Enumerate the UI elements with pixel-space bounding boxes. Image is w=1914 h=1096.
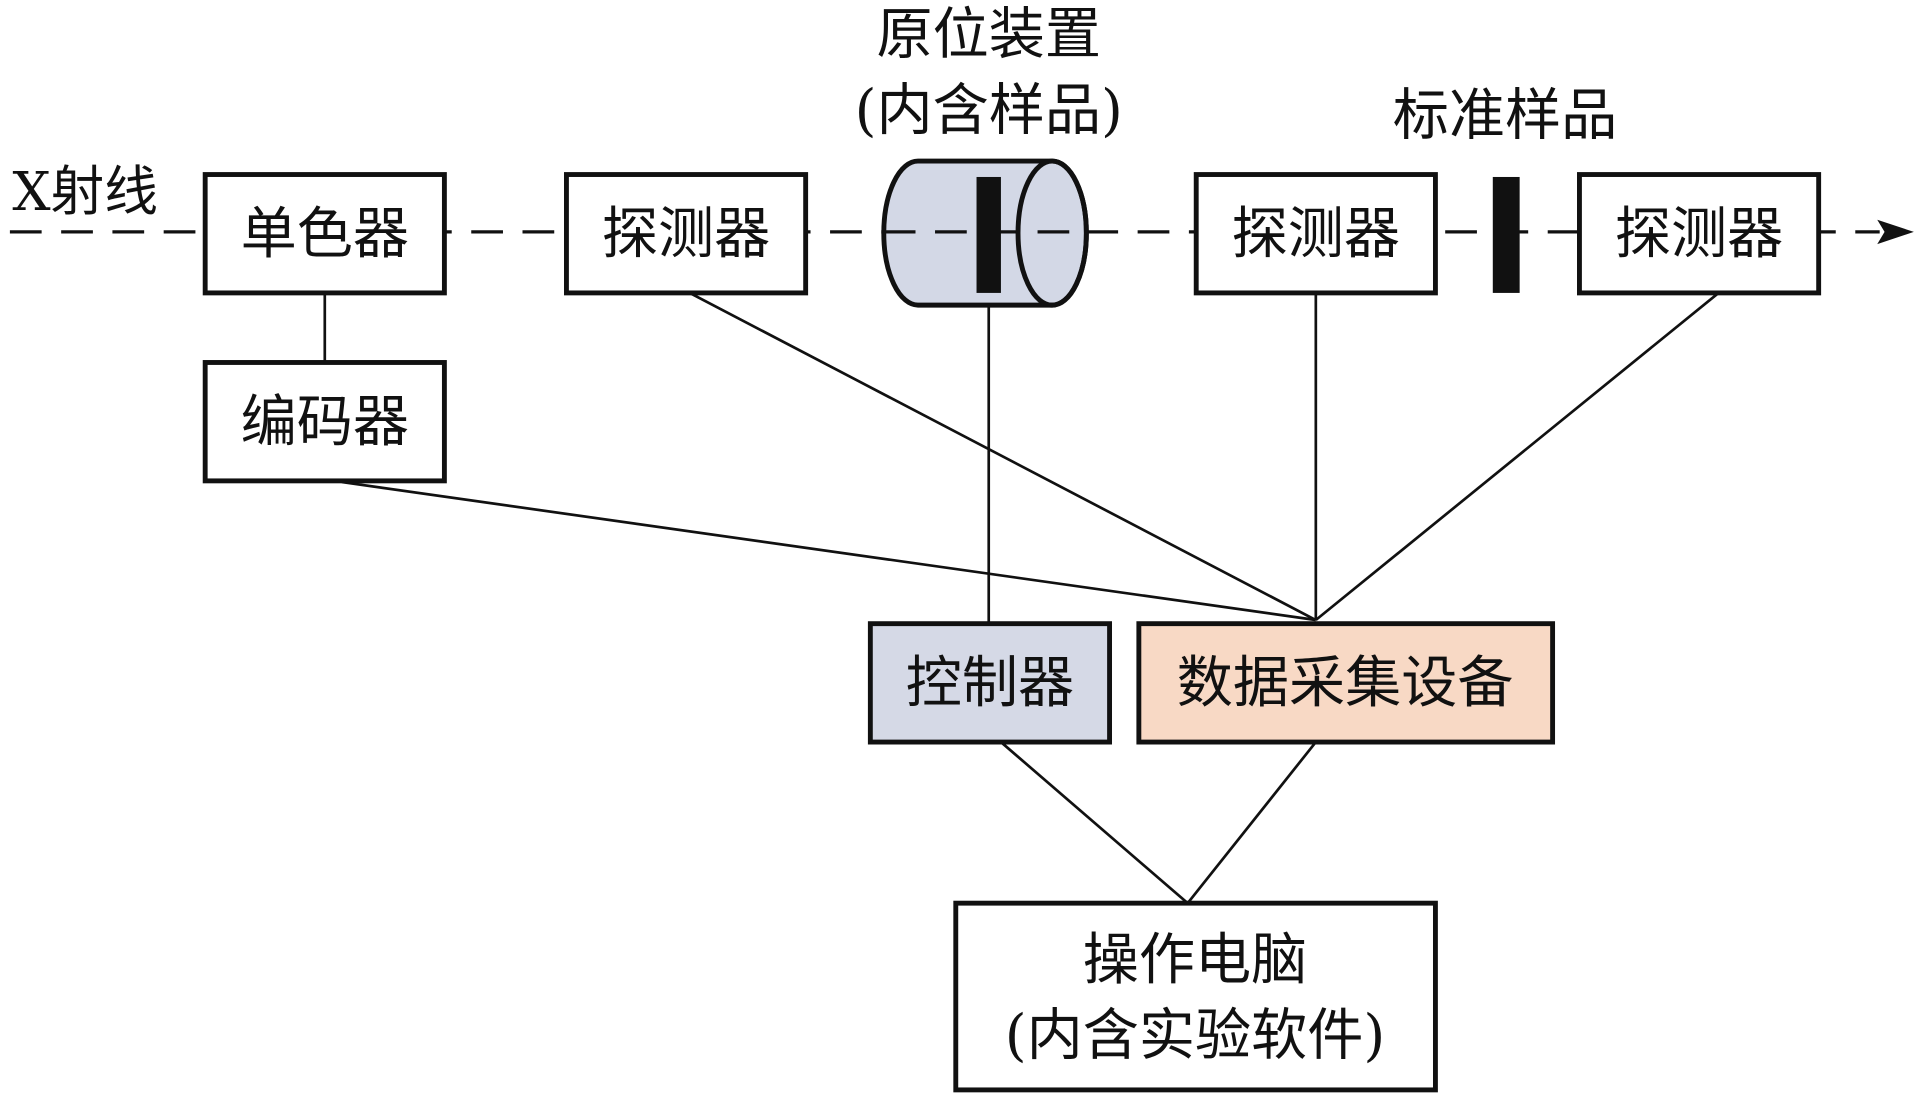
edge-det3-daq	[1314, 291, 1720, 622]
detector-1-node[interactable]: 探测器	[564, 172, 809, 296]
xray-label: X射线	[12, 160, 158, 223]
encoder-node[interactable]: 编码器	[202, 360, 447, 484]
insitu-caption-line1: 原位装置	[876, 3, 1101, 68]
computer-node[interactable]: 操作电脑 (内含实验软件)	[953, 900, 1438, 1093]
cylinder-end-icon	[1015, 158, 1089, 308]
computer-label-line2: (内含实验软件)	[1005, 1004, 1386, 1069]
monochromator-label: 单色器	[241, 202, 409, 267]
edge-controller-computer	[1000, 741, 1189, 905]
controller-node[interactable]: 控制器	[867, 621, 1113, 745]
insitu-device-node[interactable]: 原位装置 (内含样品)	[855, 3, 1123, 308]
beam-arrow-icon	[1877, 219, 1914, 245]
detector-1-label: 探测器	[602, 202, 770, 267]
monochromator-node[interactable]: 单色器	[202, 172, 447, 296]
edge-daq-computer	[1186, 741, 1317, 904]
detector-3-node[interactable]: 探测器	[1577, 172, 1822, 296]
detector-3-label: 探测器	[1615, 202, 1783, 267]
encoder-label: 编码器	[241, 390, 409, 455]
detector-2-label: 探测器	[1232, 202, 1400, 267]
computer-label-line1: 操作电脑	[1083, 928, 1308, 993]
detector-2-node[interactable]: 探测器	[1193, 172, 1438, 296]
controller-label: 控制器	[906, 651, 1074, 716]
standard-sample-slab-icon	[1492, 176, 1520, 293]
standard-sample-label: 标准样品	[1393, 83, 1618, 148]
standard-sample-node[interactable]: 标准样品	[1393, 83, 1618, 293]
sample-slab-icon	[976, 176, 1001, 293]
daq-node[interactable]: 数据采集设备	[1136, 621, 1556, 745]
insitu-caption-line2: (内含样品)	[855, 78, 1123, 143]
daq-label: 数据采集设备	[1177, 651, 1514, 716]
edge-det1-daq	[689, 291, 1317, 622]
edge-encoder-daq	[341, 480, 1317, 622]
